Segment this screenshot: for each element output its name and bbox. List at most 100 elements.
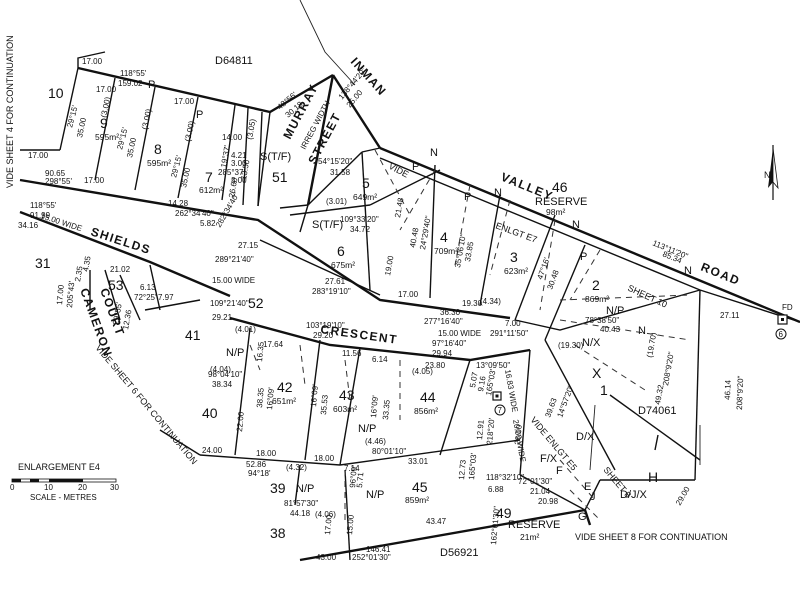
dim: (3.00)	[99, 96, 112, 119]
lot-8-area: 595m²	[147, 158, 171, 168]
dim: 43.47	[426, 517, 447, 526]
vide-sheet-8-note: VIDE SHEET 8 FOR CONTINUATION	[575, 532, 728, 542]
lot-4: 4	[440, 229, 448, 245]
lot-53: 53	[108, 277, 124, 293]
lot-2-area: 869m²	[585, 294, 609, 304]
dim: 118°55'	[120, 69, 147, 78]
fx-label: F/X	[540, 453, 558, 465]
parcel-d64811: D64811	[215, 55, 253, 67]
j-label: J	[590, 491, 596, 503]
dim: 298°55'	[45, 177, 72, 186]
dim: 94°18'	[248, 469, 271, 478]
dim: 283°19'10"	[312, 287, 351, 296]
lot-43: 43	[339, 387, 355, 403]
dim: 109°33'20"	[340, 215, 379, 224]
dim: 205°43'	[65, 280, 76, 308]
dim: 18.00	[256, 449, 277, 458]
dim: 162°01'30"	[489, 506, 501, 546]
dim: 24.00	[202, 446, 223, 455]
np-label-2: N/P	[226, 347, 244, 359]
dim: 19.00	[383, 255, 395, 277]
dim: (3.00)	[140, 108, 153, 131]
dim: 29.20	[313, 331, 334, 340]
marker-6	[775, 328, 787, 340]
r405: (4.05)	[412, 367, 433, 376]
reserve-49-number: 49	[496, 505, 512, 521]
f-label: F	[556, 465, 563, 477]
dim: 277°16'40"	[424, 317, 463, 326]
dim: 17.00	[398, 290, 419, 299]
dim: 16°09'	[265, 386, 276, 410]
dim: 21.48	[393, 197, 405, 219]
lot-45: 45	[412, 479, 428, 495]
fd-label: FD	[782, 303, 793, 312]
lot-44: 44	[420, 389, 436, 405]
dim: 9.16	[476, 375, 488, 392]
enlargement-title: ENLARGEMENT E4	[18, 462, 100, 472]
dim: 38.35	[255, 387, 266, 408]
dim: 35.00	[75, 116, 88, 138]
dim: 17.00	[82, 57, 103, 66]
dim: 11.56	[342, 349, 362, 358]
scale-tick-0: 0	[10, 483, 15, 492]
lot-40: 40	[202, 405, 218, 421]
scale-tick-30: 30	[110, 483, 119, 492]
survey-markers: 6 7	[492, 314, 788, 416]
lot-38: 38	[270, 525, 286, 541]
dim: 24°29'40"	[418, 215, 433, 250]
marker-7-label: 7	[498, 406, 503, 415]
dim: 252°01'30"	[352, 553, 391, 562]
dim: 19.30	[462, 299, 483, 308]
e-label: E	[584, 481, 591, 493]
dim: 13°09'50"	[476, 361, 510, 370]
dim: 21.04	[530, 487, 551, 496]
lot-42-area: 651m²	[272, 396, 296, 406]
dim: 96°09'	[348, 464, 359, 488]
lot-1: 1	[600, 382, 608, 398]
dim: 6.14	[372, 355, 388, 364]
lot-6-area: 675m²	[331, 260, 355, 270]
dim: 29.94	[432, 349, 453, 358]
dim: 26.00	[513, 424, 524, 445]
dx-label: D/X	[576, 431, 595, 443]
n-label-1: N	[430, 147, 438, 159]
lot-52: 52	[248, 295, 264, 311]
r301: (3.01)	[326, 197, 347, 206]
scale-label: SCALE - METRES	[30, 493, 97, 502]
p-label-2: P	[196, 109, 203, 121]
dim: 23.80	[425, 361, 446, 370]
dim: 29.21	[212, 313, 233, 322]
lot-9: 9	[100, 115, 108, 131]
r305: (3.05)	[245, 118, 258, 140]
dim: 72°01'30"	[518, 477, 552, 486]
dim: 27.15	[238, 241, 259, 250]
dim: 5.82	[200, 219, 216, 228]
dim: 31.58	[330, 168, 351, 177]
lot-42: 42	[277, 379, 293, 395]
dim: 46.14	[723, 379, 733, 400]
dim: (3.00)	[183, 120, 196, 143]
reserve-49-area: 21m²	[520, 532, 540, 542]
r446: (4.46)	[365, 437, 386, 446]
dim: 165°03'	[467, 452, 478, 480]
stf-label-2: S(T/F)	[312, 219, 343, 231]
dim: 72°25'	[134, 293, 157, 302]
dim: 16°09'	[369, 394, 380, 418]
vide-label: VIDE	[387, 161, 410, 180]
lot-2: 2	[592, 277, 600, 293]
dim: 15.00 WIDE	[212, 276, 255, 285]
scale-tick-20: 20	[78, 483, 87, 492]
lot-45-area: 859m²	[405, 495, 429, 505]
dim: 14.28	[168, 199, 189, 208]
dim: 3.00	[231, 176, 247, 185]
dim: 35.00	[125, 136, 138, 158]
dim: 7.97	[158, 293, 174, 302]
dim: 15.00	[345, 514, 356, 535]
marker-7	[494, 404, 506, 416]
dim: 29°55'	[111, 301, 124, 325]
lot-h: H	[648, 469, 658, 485]
r1930: (19.30)	[558, 341, 584, 350]
reserve-46-area: 98m²	[546, 207, 566, 217]
dim: 29.00	[674, 485, 692, 507]
